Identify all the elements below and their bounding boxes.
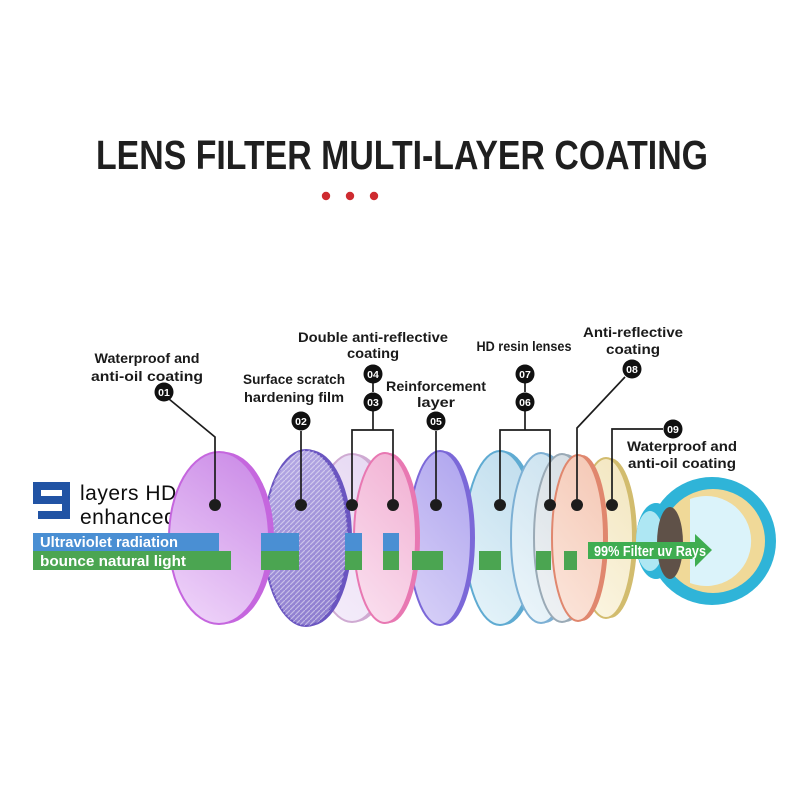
- logo-line-2: enhanced: [80, 506, 176, 529]
- lens-5: [408, 450, 475, 626]
- callout-06-badge: 06: [515, 392, 535, 412]
- svg-text:08: 08: [626, 364, 638, 376]
- callout-01-label-line-2: anti-oil coating: [91, 368, 203, 384]
- callout-badges: 01 02 03 04 05 06 07 08: [154, 359, 683, 439]
- svg-text:07: 07: [519, 369, 531, 381]
- callout-04-badge: 04: [363, 364, 383, 384]
- callout-anchor-dots: [209, 499, 618, 511]
- callout-04-dot: [387, 499, 399, 511]
- lens-2: [263, 449, 352, 627]
- lens-stack: [168, 449, 637, 627]
- callout-06-dot: [494, 499, 506, 511]
- callout-01-line: [168, 398, 216, 499]
- natural-light-beam-bar: bounce natural light: [33, 551, 577, 570]
- callout-02-dot: [295, 499, 307, 511]
- callout-labels: Waterproof and anti-oil coating Surface …: [91, 324, 737, 471]
- callout-01-dot: [209, 499, 221, 511]
- callout-03-dot: [346, 499, 358, 511]
- callout-09-dot: [606, 499, 618, 511]
- page-title: LENS FILTER MULTI-LAYER COATING: [96, 132, 708, 178]
- title-accent-dots: [321, 191, 379, 201]
- callout-03-04-bracket-line: [351, 383, 394, 499]
- lens-9: [551, 454, 608, 622]
- eye-illustration: [636, 477, 776, 605]
- callout-lines: [168, 376, 663, 499]
- callout-01-label-line-1: Waterproof and: [95, 350, 200, 366]
- callout-02-label-line-2: hardening film: [244, 389, 344, 405]
- callout-01-badge: 01: [154, 382, 174, 402]
- svg-text:09: 09: [667, 424, 679, 436]
- callout-08-label-line-2: coating: [606, 341, 660, 357]
- callout-03-badge: 03: [363, 392, 383, 412]
- callout-09-label-line-2: anti-oil coating: [628, 455, 736, 471]
- callout-07-badge: 07: [515, 364, 535, 384]
- callout-04-label-line-2: coating: [347, 345, 399, 361]
- callout-04-label-line-1: Double anti-reflective: [298, 329, 448, 345]
- callout-06-07-bracket-line: [499, 383, 551, 499]
- callout-07-dot: [544, 499, 556, 511]
- natural-light-beam-label: bounce natural light: [40, 554, 186, 570]
- callout-09-badge: 09: [663, 419, 683, 439]
- svg-text:01: 01: [158, 387, 170, 399]
- svg-text:05: 05: [430, 416, 442, 428]
- lens-2-hatch-texture: [264, 450, 348, 626]
- svg-text:06: 06: [519, 397, 531, 409]
- callout-05-label-line-2: layer: [417, 394, 456, 410]
- callout-09-line: [611, 428, 663, 499]
- callout-05-label-line-1: Reinforcement: [386, 378, 486, 394]
- callout-07-label-line-1: HD resin lenses: [477, 338, 572, 354]
- nine-digit-icon: [33, 482, 70, 519]
- callout-08-label-line-1: Anti-reflective: [583, 324, 683, 340]
- uv-beam-label: Ultraviolet radiation: [40, 535, 178, 551]
- callout-09-label-line-1: Waterproof and: [627, 438, 737, 454]
- nine-layers-logo: layers HD enhanced: [33, 482, 177, 529]
- callout-08-dot: [571, 499, 583, 511]
- callout-05-dot: [430, 499, 442, 511]
- uv-filter-arrow: 99% Filter uv Rays: [588, 534, 712, 567]
- svg-text:04: 04: [367, 369, 379, 381]
- uv-beam-bar: Ultraviolet radiation: [33, 533, 399, 551]
- uv-filter-arrow-shape: [588, 534, 712, 567]
- uv-filter-arrow-label: 99% Filter uv Rays: [594, 544, 706, 560]
- callout-08-badge: 08: [622, 359, 642, 379]
- logo-line-1: layers HD: [80, 482, 177, 505]
- callout-02-badge: 02: [291, 411, 311, 431]
- eye-interior: [690, 496, 752, 586]
- svg-text:03: 03: [367, 397, 379, 409]
- callout-05-badge: 05: [426, 411, 446, 431]
- svg-text:02: 02: [295, 416, 307, 428]
- callout-08-line: [576, 376, 626, 499]
- callout-02-label-line-1: Surface scratch: [243, 371, 345, 387]
